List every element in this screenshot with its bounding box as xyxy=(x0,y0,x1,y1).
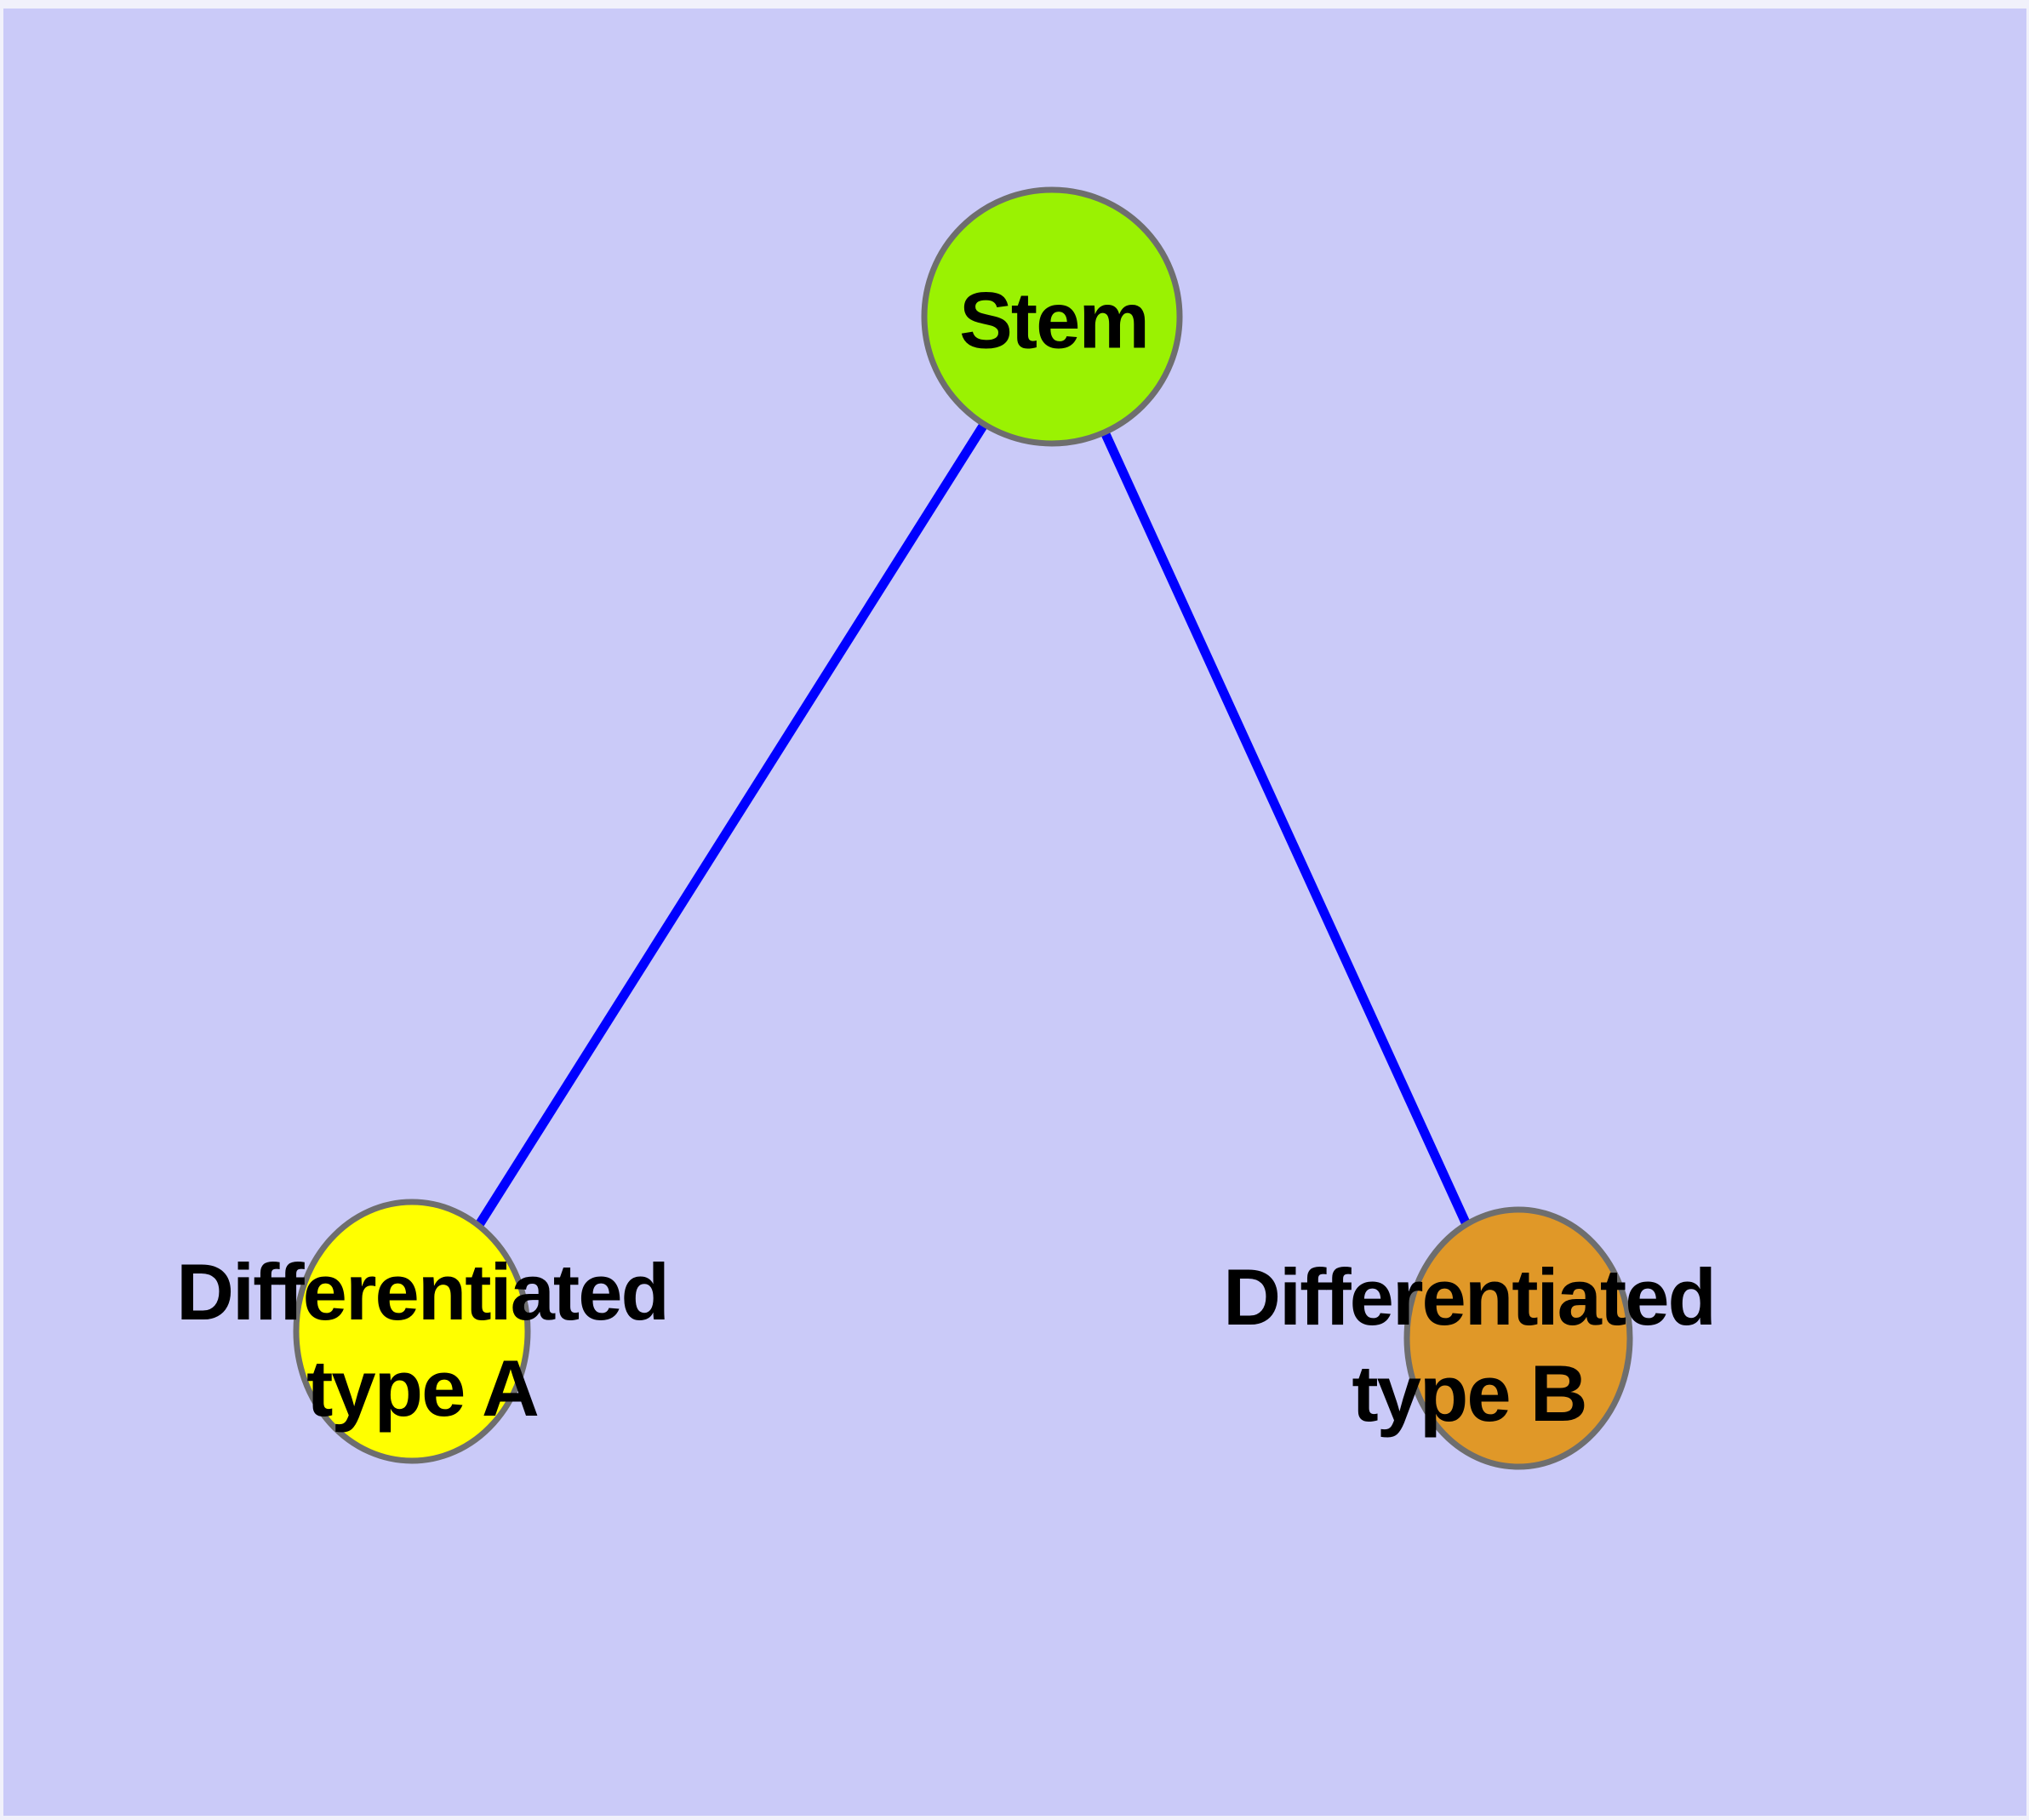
stem-node-label-text: Stem xyxy=(959,275,1150,365)
type-b-label-line1: Differentiated xyxy=(1223,1252,1717,1342)
type-a-node-label: Differentiated type A xyxy=(176,1244,670,1436)
type-b-label-line2: type B xyxy=(1352,1348,1587,1438)
type-a-node xyxy=(293,1199,531,1464)
type-a-label-line2: type A xyxy=(306,1343,540,1433)
type-b-node xyxy=(1403,1206,1633,1470)
edge-stem-to-type-b xyxy=(1047,314,1523,1341)
edge-stem-to-type-a xyxy=(408,314,1056,1334)
stem-node-label: Stem xyxy=(959,272,1150,369)
type-b-node-label: Differentiated type B xyxy=(1223,1249,1717,1441)
stem-node xyxy=(921,186,1183,447)
type-a-label-line1: Differentiated xyxy=(176,1247,670,1336)
